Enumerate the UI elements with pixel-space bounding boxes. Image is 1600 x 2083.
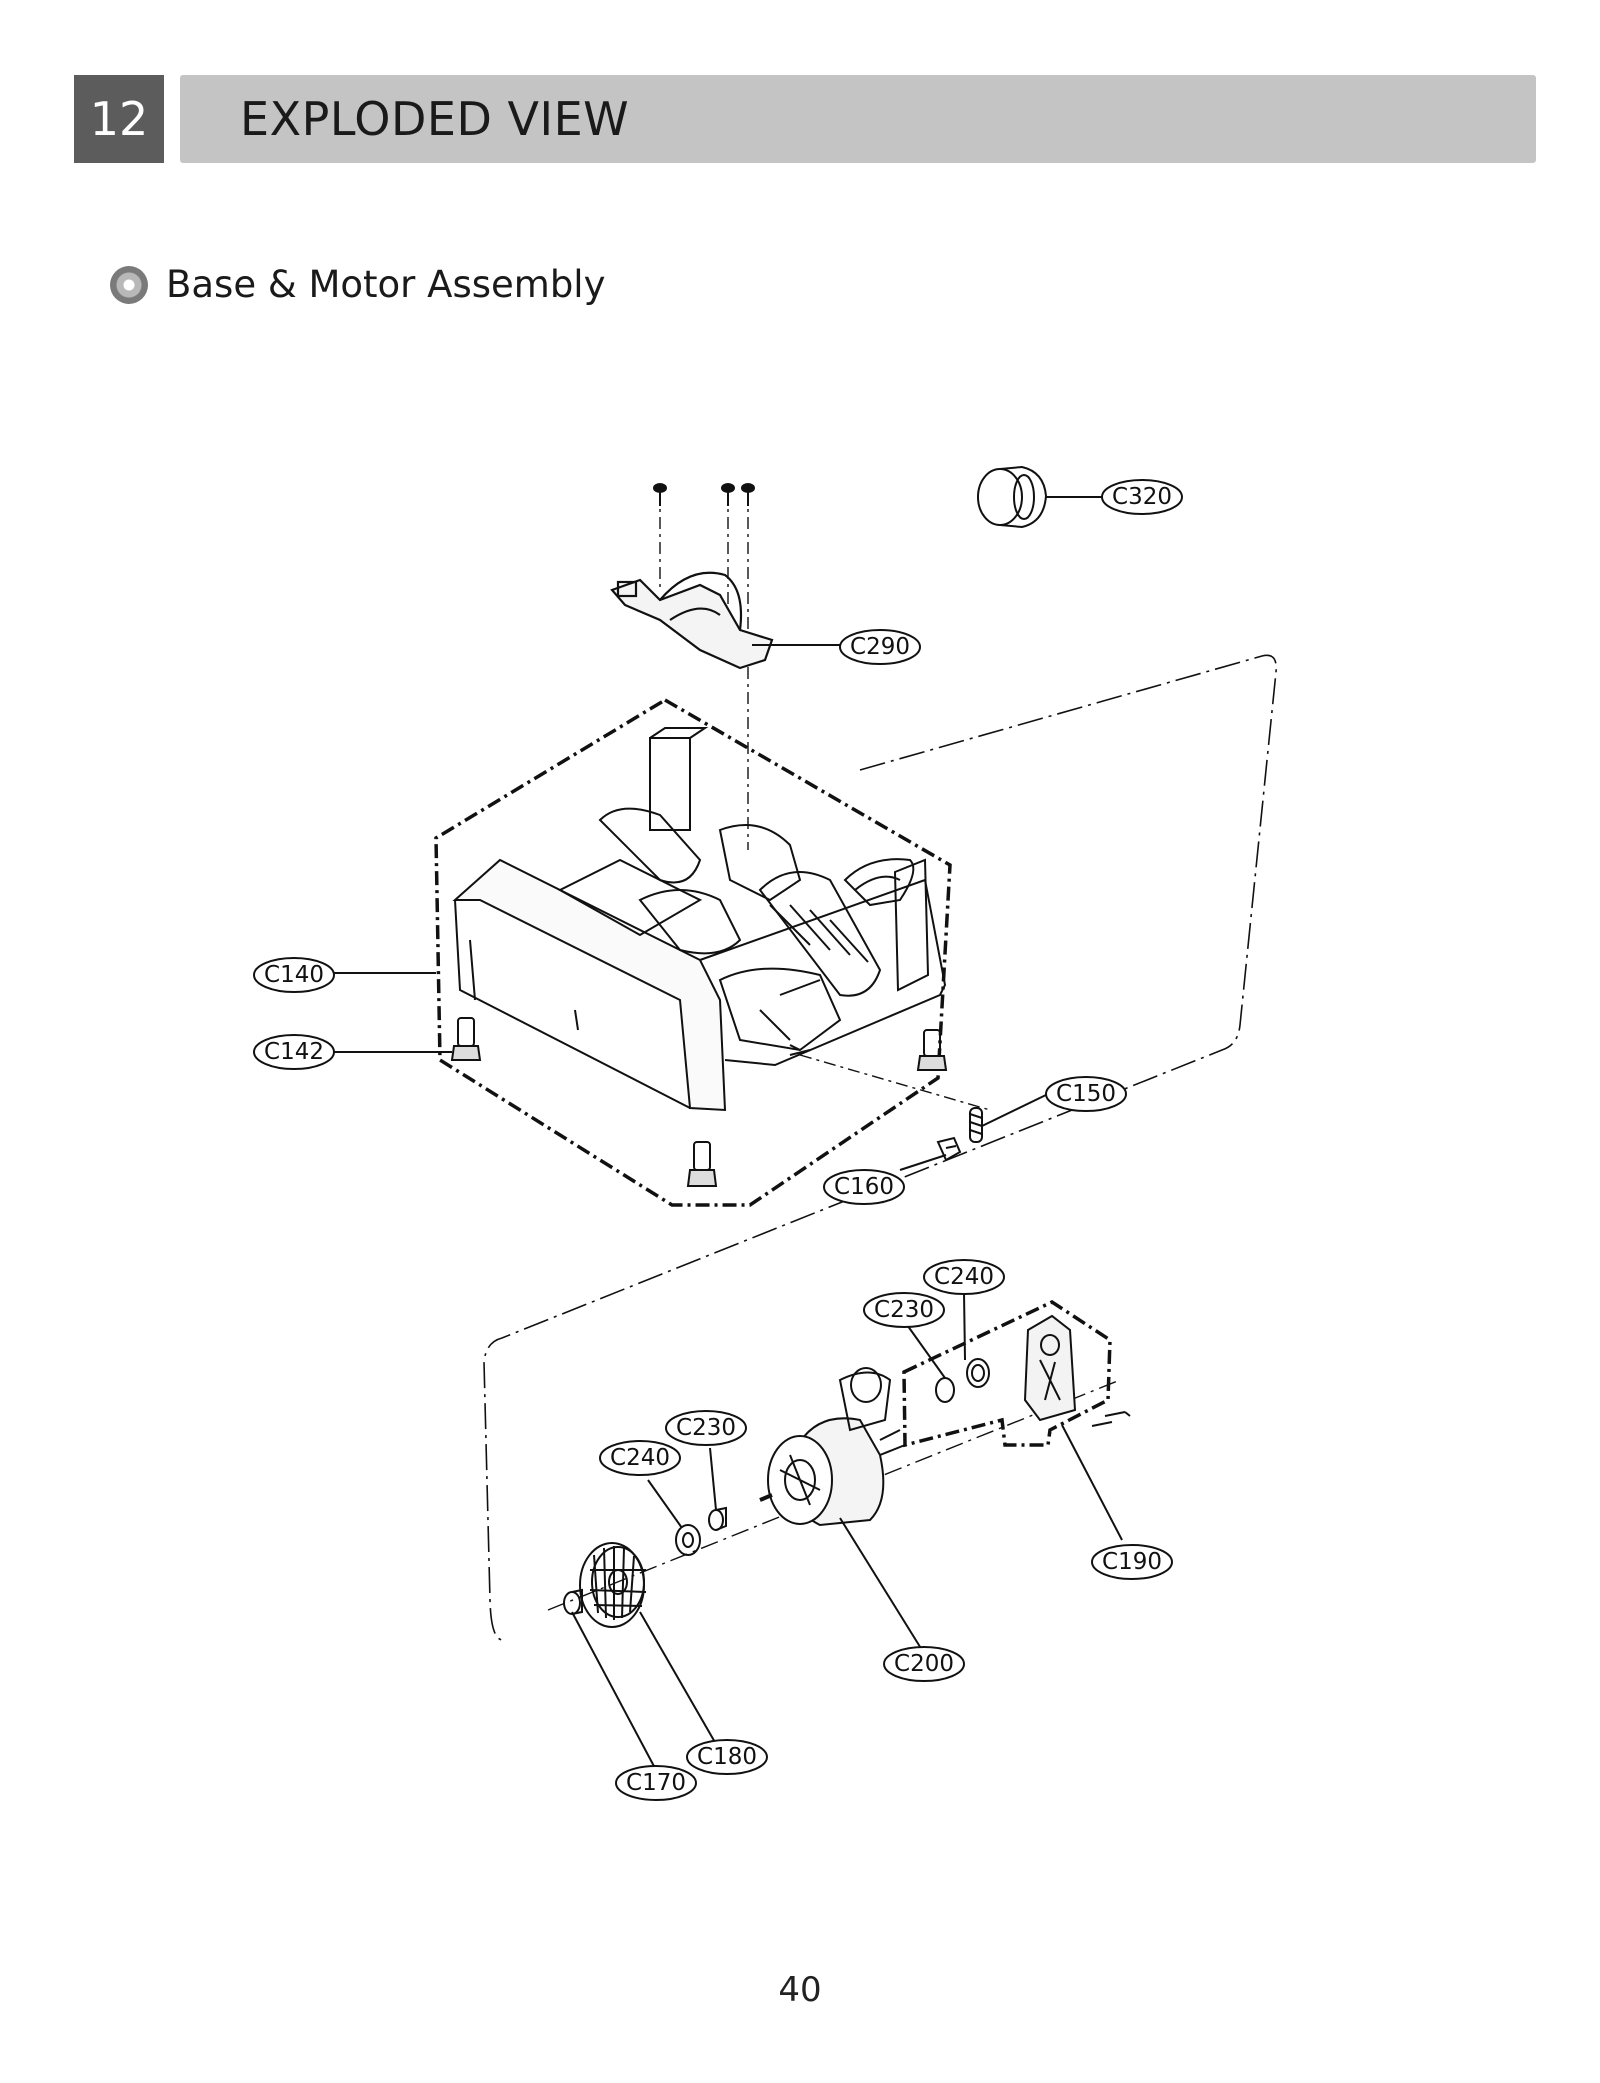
callout-label-c142: C142 <box>264 1039 324 1065</box>
leveling-feet-c142 <box>450 1017 948 1187</box>
leader-c180 <box>639 1611 717 1745</box>
screw-group-top <box>653 483 755 850</box>
leader-c240b <box>647 1479 683 1529</box>
fan-c180 <box>579 1542 647 1628</box>
callout-oval-c230b <box>665 1410 747 1446</box>
callout-label-c150: C150 <box>1056 1081 1116 1107</box>
leader-c240a <box>963 1291 966 1361</box>
callout-oval-c150 <box>1045 1076 1127 1112</box>
callout-oval-c230a <box>863 1292 945 1328</box>
callout-label-c200: C200 <box>894 1651 954 1677</box>
callout-label-c230b: C230 <box>676 1415 736 1441</box>
leader-c170 <box>571 1611 657 1771</box>
assembly-boundary <box>483 654 1278 1641</box>
callout-oval-c160 <box>823 1169 905 1205</box>
spring-c150 <box>969 1107 983 1143</box>
callout-oval-c290 <box>839 629 921 665</box>
callout-oval-c240b <box>599 1440 681 1476</box>
callout-oval-c140 <box>253 957 335 993</box>
leader-c150 <box>981 1093 1049 1127</box>
axis-c150 <box>799 1054 991 1111</box>
callout-label-c240a: C240 <box>934 1264 994 1290</box>
leader-c200 <box>839 1517 923 1651</box>
leader-c190 <box>1061 1424 1123 1541</box>
base-pan-c140 <box>434 697 952 1207</box>
leader-c230a <box>904 1321 946 1379</box>
callout-label-c320: C320 <box>1112 484 1172 510</box>
bullet-icon <box>110 266 148 304</box>
page-number: 40 <box>778 1970 822 2010</box>
washer-c240-front <box>675 1524 701 1556</box>
callout-label-c230a: C230 <box>874 1297 934 1323</box>
nut-c170 <box>563 1588 583 1615</box>
page-title: EXPLODED VIEW <box>240 92 630 146</box>
callout-label-c180: C180 <box>697 1744 757 1770</box>
callout-label-c140: C140 <box>264 962 324 988</box>
motor-c200 <box>759 1367 906 1527</box>
bracket-c190 <box>902 1299 1131 1448</box>
callout-oval-c142 <box>253 1034 335 1070</box>
callout-oval-c240a <box>923 1259 1005 1295</box>
callout-label-c160: C160 <box>834 1174 894 1200</box>
callout-oval-c200 <box>883 1646 965 1682</box>
callout-label-c240b: C240 <box>610 1445 670 1471</box>
callout-oval-c190 <box>1091 1544 1173 1580</box>
section-title: Base & Motor Assembly <box>166 263 606 306</box>
callout-label-c290: C290 <box>850 634 910 660</box>
section-number-badge: 12 <box>74 75 164 163</box>
callout-oval-c320 <box>1101 479 1183 515</box>
title-bar: EXPLODED VIEW <box>180 75 1536 163</box>
clip-c160 <box>936 1136 962 1162</box>
callout-oval-c170 <box>615 1765 697 1801</box>
callout-oval-c180 <box>686 1739 768 1775</box>
washer-c230-front <box>708 1506 727 1531</box>
cap-part-c320 <box>977 465 1048 529</box>
leader-c160 <box>899 1154 947 1171</box>
leader-c230b <box>709 1447 717 1511</box>
callout-label-c190: C190 <box>1102 1549 1162 1575</box>
page-header: 12 EXPLODED VIEW <box>74 75 1536 163</box>
cover-part-c290 <box>610 571 774 670</box>
callout-label-c170: C170 <box>626 1770 686 1796</box>
